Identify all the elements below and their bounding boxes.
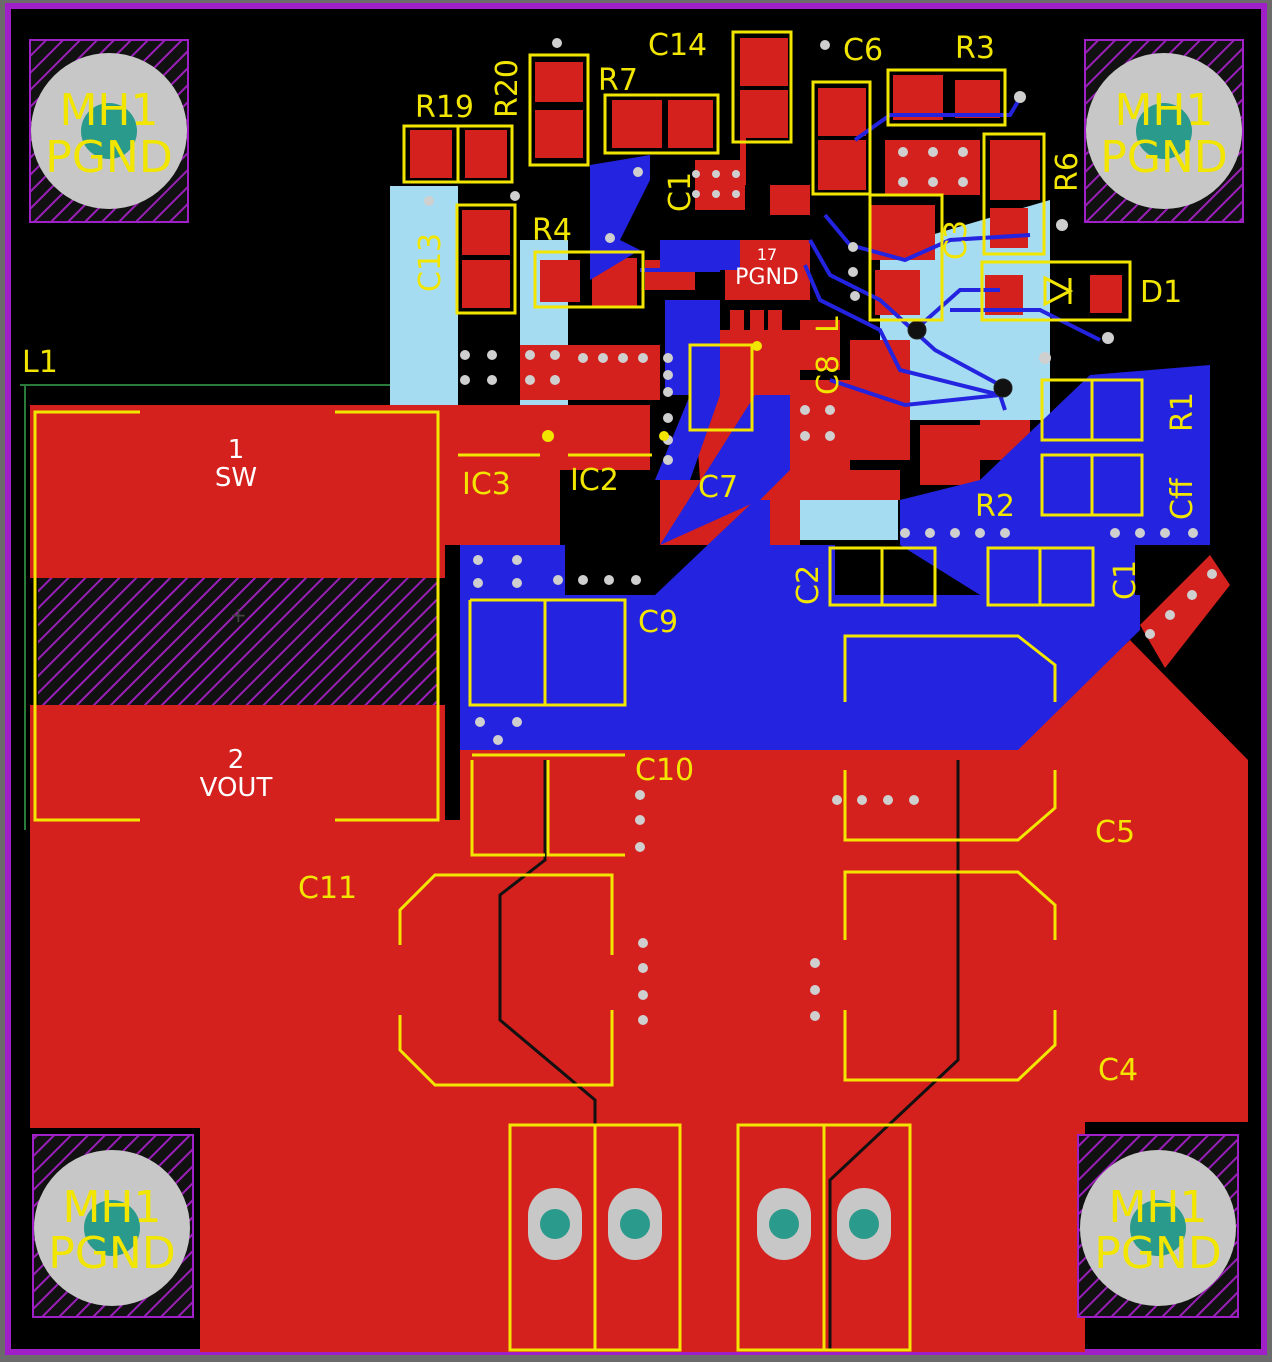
- label-r6: R6: [1050, 152, 1085, 192]
- mounting-hole-centers: [81, 103, 1192, 1256]
- label-r2: R2: [975, 489, 1015, 524]
- label-c2: C2: [791, 565, 826, 605]
- mh-label-tr: MH1 PGND: [1100, 85, 1227, 183]
- label-cff: Cff: [1165, 477, 1200, 520]
- label-c6: C6: [843, 33, 883, 68]
- l1-pad2-number: 2: [228, 745, 245, 775]
- label-c4: C4: [1098, 1053, 1138, 1088]
- label-l-small: L: [811, 316, 846, 333]
- l1-pad1-net: SW: [215, 463, 257, 493]
- mh-label-tl: MH1 PGND: [45, 85, 172, 183]
- label-ic3: IC3: [462, 467, 511, 502]
- mh-label-br: MH1 PGND: [1094, 1182, 1221, 1279]
- mh-label-bl: MH1 PGND: [48, 1182, 175, 1279]
- svg-text:MH1: MH1: [62, 1182, 161, 1233]
- label-c14: C14: [648, 28, 707, 63]
- inductor-keepout: [38, 578, 438, 705]
- svg-text:MH1: MH1: [1114, 85, 1213, 136]
- silkscreen-outlines: [33, 30, 1144, 1352]
- label-c3: C3: [939, 220, 974, 260]
- diode-d1-symbol: [1043, 275, 1074, 307]
- svg-text:PGND: PGND: [45, 132, 172, 183]
- label-c1: C1: [1108, 560, 1143, 600]
- ic-pad-number: 17: [757, 245, 777, 264]
- l1-pad1-number: 1: [228, 435, 245, 465]
- ic-pad-net: PGND: [735, 265, 799, 290]
- label-c8: C8: [811, 355, 846, 395]
- label-c13: C13: [413, 233, 448, 292]
- label-r1: R1: [1165, 392, 1200, 432]
- bottom-traces: [640, 96, 1101, 411]
- label-c1-upper: C1: [663, 172, 698, 212]
- label-r19: R19: [415, 90, 474, 125]
- connector-pads: [528, 1188, 891, 1260]
- label-c10: C10: [635, 753, 694, 788]
- svg-text:PGND: PGND: [1094, 1228, 1221, 1279]
- label-r20: R20: [490, 59, 525, 118]
- svg-text:PGND: PGND: [1100, 132, 1227, 183]
- label-c11: C11: [298, 871, 357, 906]
- label-c9: C9: [638, 605, 678, 640]
- vias: [424, 38, 1217, 1025]
- label-c5: C5: [1095, 815, 1135, 850]
- label-c7: C7: [698, 470, 738, 505]
- pin1-markers: [542, 341, 762, 442]
- label-r3: R3: [955, 31, 995, 66]
- svg-text:MH1: MH1: [1108, 1182, 1207, 1233]
- label-r7: R7: [598, 63, 638, 98]
- svg-text:PGND: PGND: [48, 1228, 175, 1279]
- label-r4: R4: [532, 213, 572, 248]
- label-l1: L1: [22, 345, 58, 380]
- label-ic2: IC2: [570, 463, 619, 498]
- svg-text:+: +: [230, 603, 247, 627]
- l1-pad2-net: VOUT: [200, 773, 273, 803]
- svg-text:MH1: MH1: [59, 85, 158, 136]
- label-d1: D1: [1140, 275, 1182, 310]
- bottom-copper: [460, 155, 1210, 750]
